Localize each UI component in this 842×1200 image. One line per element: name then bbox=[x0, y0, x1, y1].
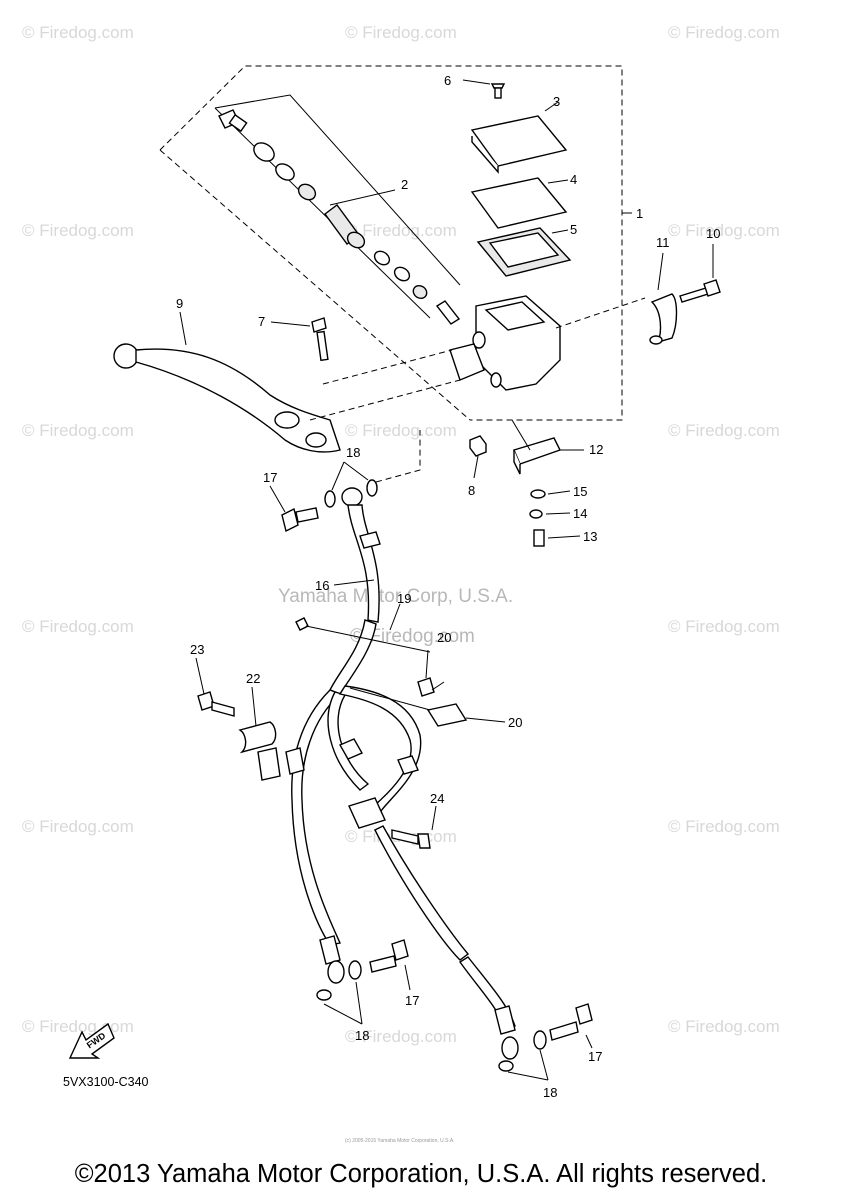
callout-9: 9 bbox=[176, 296, 183, 311]
piston-kit bbox=[214, 94, 461, 325]
callout-18-bottom: 18 bbox=[543, 1085, 557, 1100]
callout-4: 4 bbox=[570, 172, 577, 187]
master-cylinder-body bbox=[449, 295, 646, 391]
watermark: © Firedog.com bbox=[668, 617, 780, 636]
watermark-center: Yamaha Motor Corp, U.S.A. bbox=[278, 586, 513, 607]
fwd-arrow: FWD bbox=[68, 1022, 115, 1059]
watermark: © Firedog.com bbox=[345, 221, 457, 240]
callout-6: 6 bbox=[444, 73, 451, 88]
brake-hoses bbox=[285, 487, 519, 1060]
watermarks: © Firedog.com © Firedog.com © Firedog.co… bbox=[22, 23, 780, 1046]
callout-2: 2 bbox=[401, 177, 408, 192]
handlebar-clamp bbox=[649, 244, 721, 345]
watermark: © Firedog.com bbox=[22, 421, 134, 440]
callout-17-middle: 17 bbox=[405, 993, 419, 1008]
callout-17-bottom: 17 bbox=[588, 1049, 602, 1064]
watermark: © Firedog.com bbox=[22, 221, 134, 240]
banjo-bolt-top bbox=[269, 430, 421, 533]
callout-20-top: 20 bbox=[437, 630, 451, 645]
callout-11: 11 bbox=[656, 235, 670, 250]
watermark: © Firedog.com bbox=[345, 23, 457, 42]
callouts: 6 3 2 4 1 5 11 10 9 7 12 18 17 8 15 14 1… bbox=[176, 73, 720, 1100]
watermark: © Firedog.com bbox=[22, 617, 134, 636]
watermark: © Firedog.com bbox=[345, 1027, 457, 1046]
callout-23: 23 bbox=[190, 642, 204, 657]
brake-lever bbox=[113, 311, 461, 453]
watermark: © Firedog.com bbox=[345, 421, 457, 440]
watermark: © Firedog.com bbox=[668, 1017, 780, 1036]
master-cylinder-assembly-outline bbox=[159, 65, 632, 421]
callout-16: 16 bbox=[315, 578, 329, 593]
callout-8: 8 bbox=[468, 483, 475, 498]
callout-17-top: 17 bbox=[263, 470, 277, 485]
copyright-notice: ©2013 Yamaha Motor Corporation, U.S.A. A… bbox=[74, 1160, 768, 1188]
callout-7: 7 bbox=[258, 314, 265, 329]
watermark: © Firedog.com bbox=[22, 23, 134, 42]
callout-18-top: 18 bbox=[346, 445, 360, 460]
callout-3: 3 bbox=[553, 94, 560, 109]
hose-clamp bbox=[195, 657, 281, 781]
banjo-bolts-bottom bbox=[316, 939, 593, 1081]
callout-14: 14 bbox=[573, 506, 587, 521]
callout-19: 19 bbox=[397, 591, 411, 606]
callout-20: 20 bbox=[508, 715, 522, 730]
hose-guides bbox=[295, 603, 506, 727]
watermark: © Firedog.com bbox=[22, 1017, 134, 1036]
callout-18-middle: 18 bbox=[355, 1028, 369, 1043]
callout-24: 24 bbox=[430, 791, 444, 806]
model-code: 5VX3100-C340 bbox=[63, 1075, 149, 1089]
reservoir-cap-parts bbox=[462, 79, 572, 277]
joint-bolt bbox=[391, 805, 437, 849]
watermark: © Firedog.com bbox=[668, 23, 780, 42]
watermark: © Firedog.com bbox=[668, 221, 780, 240]
fine-print: (c) 2005-2015 Yamaha Motor Corporation, … bbox=[345, 1138, 455, 1144]
watermark: © Firedog.com bbox=[668, 817, 780, 836]
callout-1: 1 bbox=[636, 206, 643, 221]
callout-10: 10 bbox=[706, 226, 720, 241]
callout-22: 22 bbox=[246, 671, 260, 686]
brake-light-switch bbox=[511, 419, 584, 547]
watermark: © Firedog.com bbox=[22, 817, 134, 836]
watermark: © Firedog.com bbox=[668, 421, 780, 440]
callout-13: 13 bbox=[583, 529, 597, 544]
callout-15: 15 bbox=[573, 484, 587, 499]
pivot-bolt bbox=[270, 317, 487, 479]
callout-12: 12 bbox=[589, 442, 603, 457]
callout-5: 5 bbox=[570, 222, 577, 237]
